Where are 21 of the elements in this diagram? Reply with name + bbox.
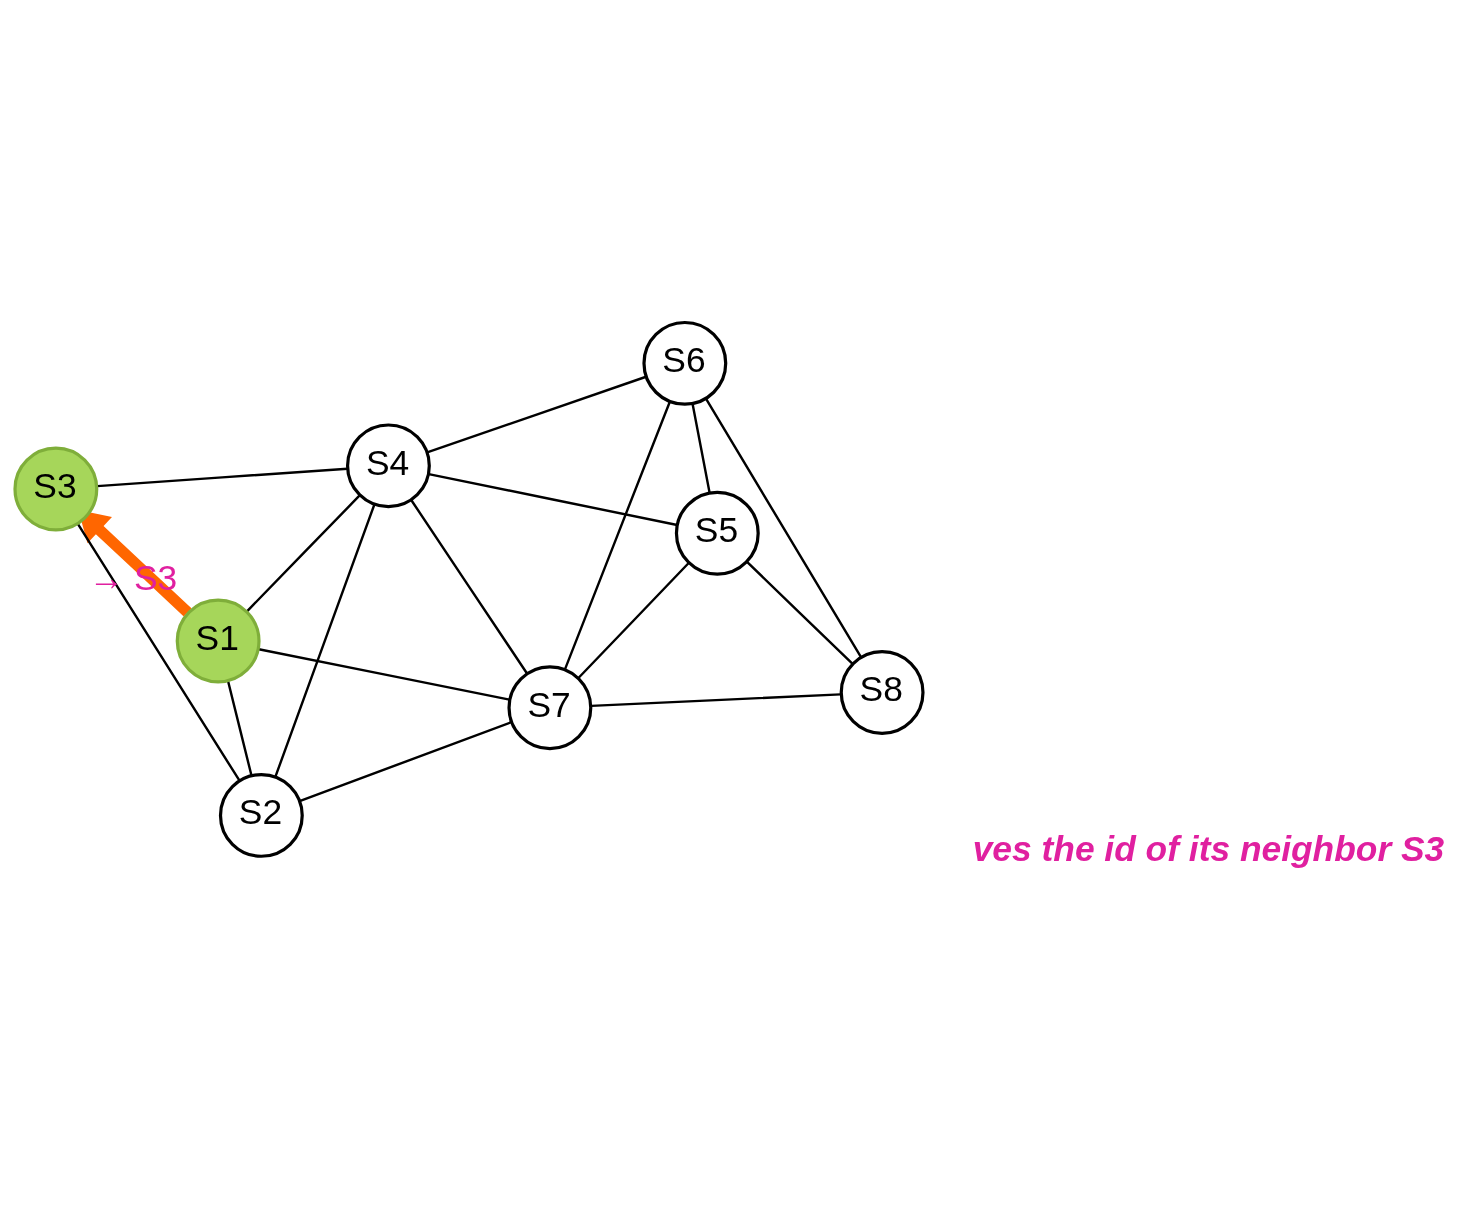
node-circle: S4 bbox=[345, 423, 431, 509]
connector bbox=[258, 648, 510, 701]
connector bbox=[246, 494, 361, 613]
node-circle: S5 bbox=[674, 490, 760, 576]
connector bbox=[691, 403, 711, 494]
connector bbox=[745, 560, 854, 665]
label: ves the id of its neighbor S3 bbox=[972, 829, 1445, 869]
node-circle: S2 bbox=[218, 772, 304, 858]
connector bbox=[704, 397, 862, 658]
connector bbox=[563, 401, 671, 671]
node-circle: S1 bbox=[175, 598, 261, 684]
node-circle: S7 bbox=[507, 665, 593, 751]
node-circle: S6 bbox=[642, 320, 728, 406]
connector bbox=[591, 693, 841, 708]
connector bbox=[577, 561, 690, 679]
connector bbox=[76, 523, 241, 782]
node-circle: S3 bbox=[13, 446, 99, 532]
connector bbox=[410, 499, 528, 674]
connector bbox=[274, 504, 376, 778]
connector bbox=[226, 680, 253, 776]
node-circle: S8 bbox=[839, 650, 925, 735]
